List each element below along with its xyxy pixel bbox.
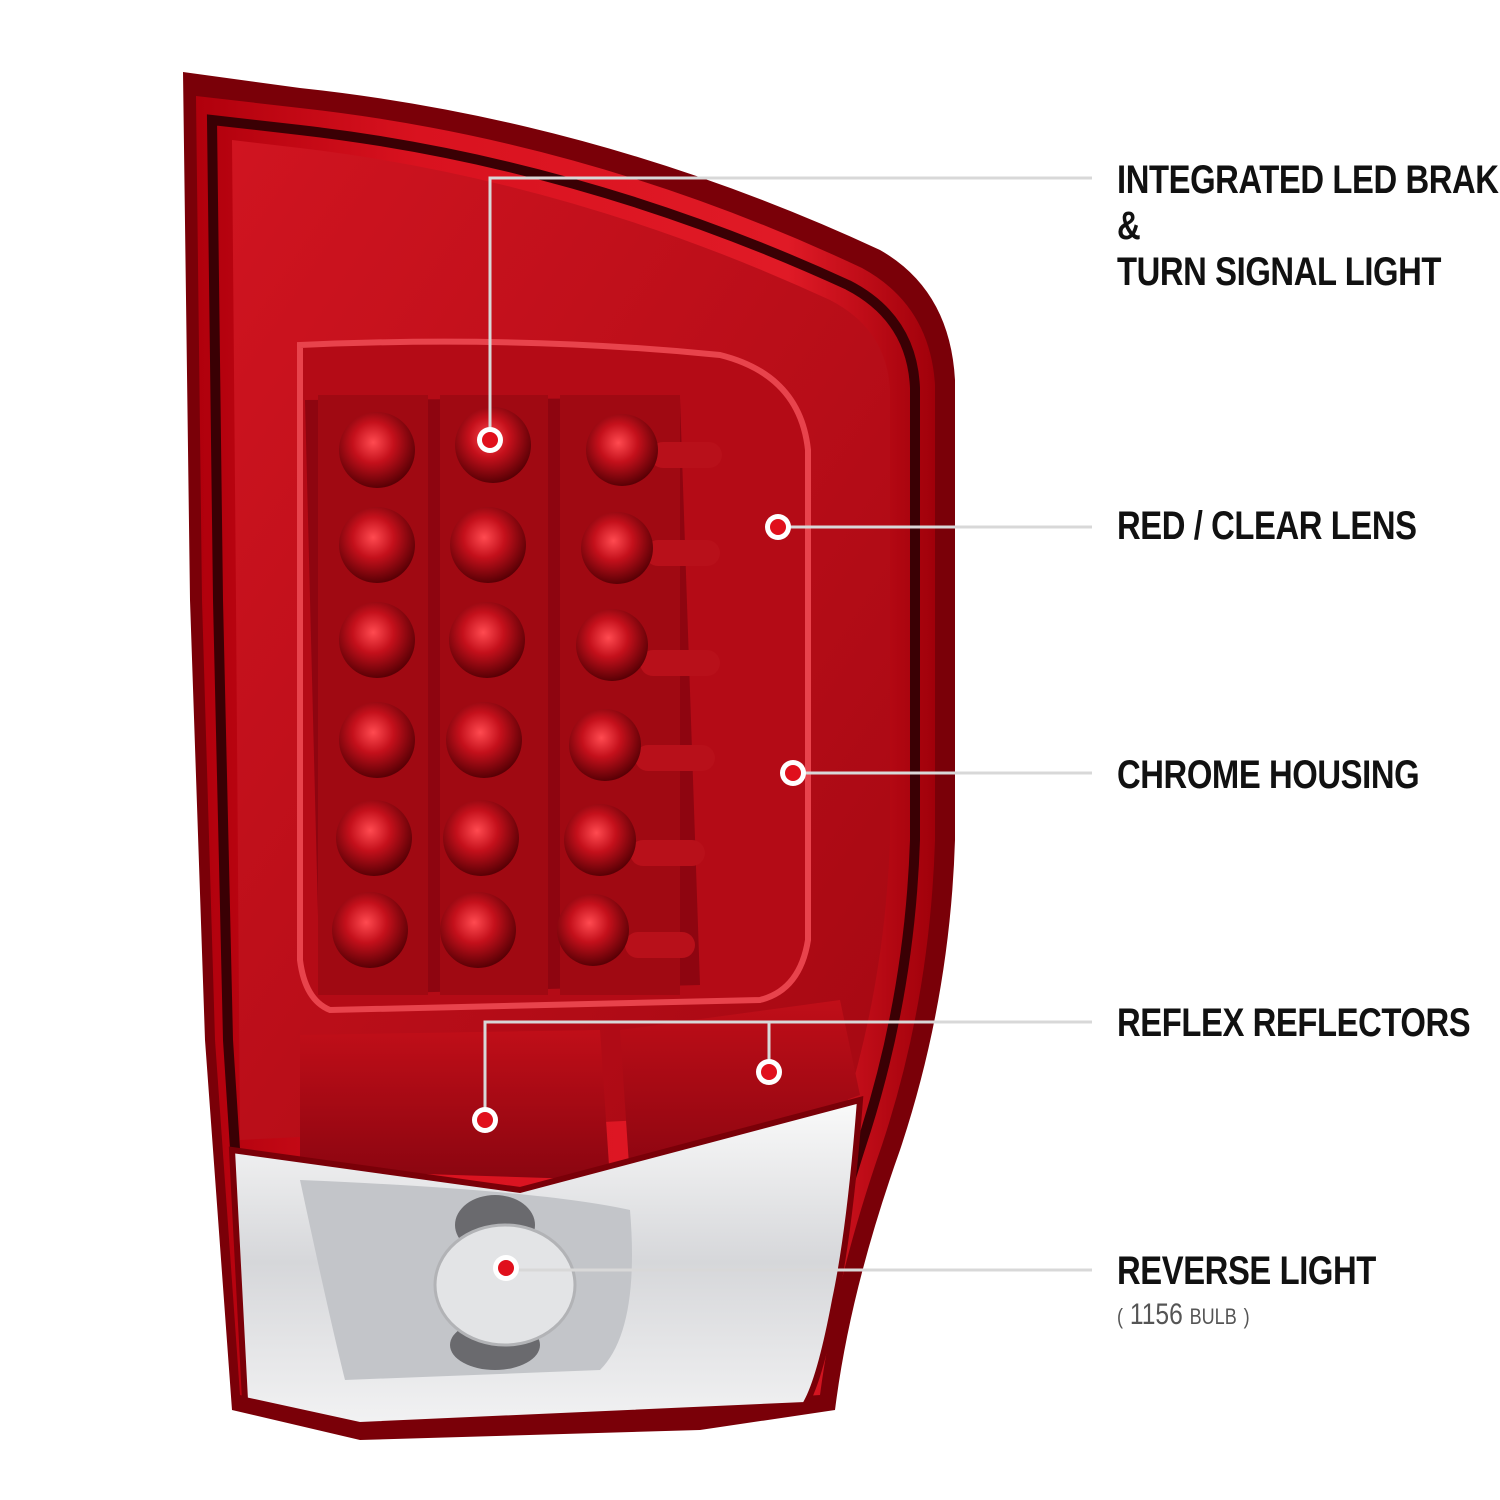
- callout-reverse-line-1: REVERSE LIGHT: [1117, 1249, 1376, 1293]
- marker-dot-icon: [756, 1059, 782, 1085]
- note-bulb-word: BULB: [1189, 1304, 1237, 1329]
- marker-dot-icon: [765, 514, 791, 540]
- marker-dot-icon: [780, 760, 806, 786]
- marker-dot-icon: [493, 1255, 519, 1281]
- callout-reverse-note: ( 1156 BULB ): [1117, 1298, 1250, 1334]
- reverse-light: [228, 1096, 864, 1429]
- led-array: [318, 395, 722, 995]
- marker-dot-icon: [472, 1107, 498, 1133]
- led-column-1: [332, 412, 415, 968]
- reflex-reflectors: [300, 1000, 860, 1180]
- callout-led-line-1: INTEGRATED LED BRAKE: [1117, 158, 1500, 202]
- note-open-paren: (: [1117, 1304, 1124, 1329]
- callout-led-line-2: &: [1117, 204, 1141, 248]
- callout-lens-line-1: RED / CLEAR LENS: [1117, 504, 1417, 548]
- leader-reflex: [483, 1020, 1092, 1120]
- note-bulb-number: 1156: [1129, 1298, 1183, 1331]
- callout-housing-line-1: CHROME HOUSING: [1117, 753, 1420, 797]
- marker-dot-icon: [477, 427, 503, 453]
- callout-reflex: REFLEX REFLECTORS: [1117, 1000, 1471, 1046]
- leader-lines: [483, 176, 1092, 1272]
- marker-dots: [472, 427, 806, 1281]
- led-column-3: [557, 414, 722, 966]
- callout-lens: RED / CLEAR LENS: [1117, 503, 1417, 549]
- leader-led: [488, 176, 1092, 440]
- callout-led-line-3: TURN SIGNAL LIGHT: [1117, 250, 1442, 294]
- callout-led-brake: INTEGRATED LED BRAKE & TURN SIGNAL LIGHT: [1117, 157, 1500, 295]
- callout-reflex-line-1: REFLEX REFLECTORS: [1117, 1001, 1471, 1045]
- note-close-paren: ): [1243, 1304, 1250, 1329]
- callout-reverse: REVERSE LIGHT: [1117, 1248, 1376, 1294]
- callout-housing: CHROME HOUSING: [1117, 752, 1420, 798]
